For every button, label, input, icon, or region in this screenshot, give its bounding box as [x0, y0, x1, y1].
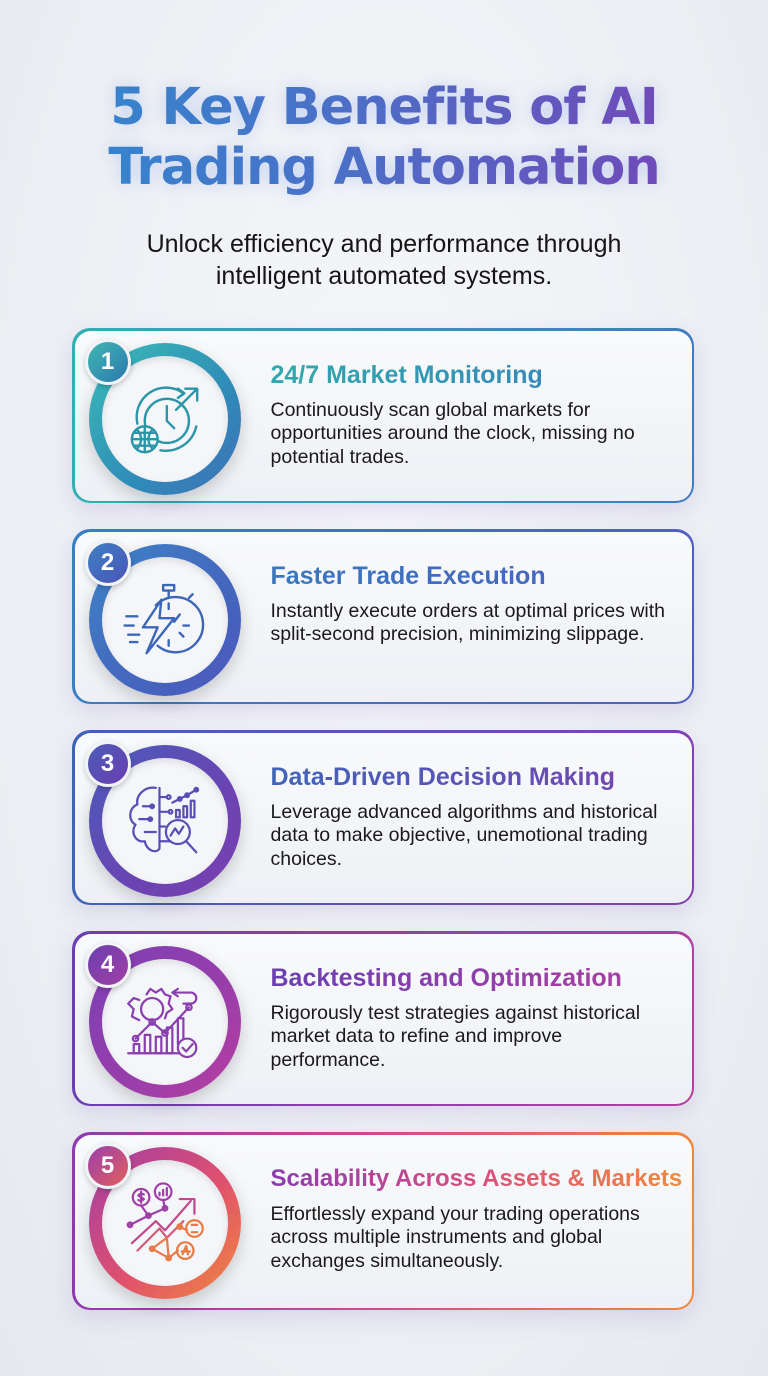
number-badge: 4 — [84, 941, 131, 988]
benefit-title: Faster Trade Execution — [271, 560, 682, 592]
benefit-description: Instantly execute orders at optimal pric… — [270, 599, 666, 646]
number-badge: 3 — [84, 740, 131, 787]
title-line-2: Trading Automation — [108, 138, 660, 197]
brain-chart-magnifier-icon — [128, 786, 199, 853]
network-growth-coins-icon — [126, 1181, 204, 1261]
benefit-card-5: 5 Scalability Across Assets & Markets Ef… — [72, 1132, 694, 1310]
benefit-title: Backtesting and Optimization — [271, 962, 682, 994]
page-title: 5 Key Benefits of AI Trading Automation — [0, 78, 768, 198]
benefit-description: Continuously scan global markets for opp… — [270, 398, 635, 468]
benefit-title: Scalability Across Assets & Markets — [271, 1163, 683, 1195]
clock-globe-arrow-icon — [130, 385, 198, 453]
benefit-card-4: 4 Backtesting and Optimization Rigorousl… — [72, 931, 694, 1106]
benefit-title: Data-Driven Decision Making — [271, 761, 682, 793]
benefit-card-1: 1 24/7 Market Monitoring Continuously sc… — [72, 328, 694, 503]
benefit-description: Leverage advanced algorithms and histori… — [270, 800, 658, 870]
benefit-card-3: 3 Data-Driven Decision Making Leverage a… — [72, 730, 694, 905]
subtitle-line-2: intelligent automated systems. — [215, 262, 553, 290]
subtitle-line-1: Unlock efficiency and performance throug… — [146, 230, 622, 258]
benefit-title: 24/7 Market Monitoring — [271, 359, 682, 391]
number-badge: 5 — [84, 1142, 131, 1189]
stopwatch-lightning-icon — [122, 583, 204, 654]
benefit-card-2: 2 Faster Trade Execution Instantly execu… — [72, 529, 694, 704]
icon-ring — [88, 1146, 241, 1299]
number-badge: 2 — [84, 539, 131, 586]
page-subtitle: Unlock efficiency and performance throug… — [0, 228, 768, 292]
benefit-description: Rigorously test strategies against histo… — [270, 1001, 641, 1071]
title-line-1: 5 Key Benefits of AI — [110, 78, 658, 137]
number-badge: 1 — [84, 338, 131, 385]
benefit-description: Effortlessly expand your trading operati… — [270, 1202, 640, 1272]
gear-chart-check-icon — [126, 987, 197, 1058]
